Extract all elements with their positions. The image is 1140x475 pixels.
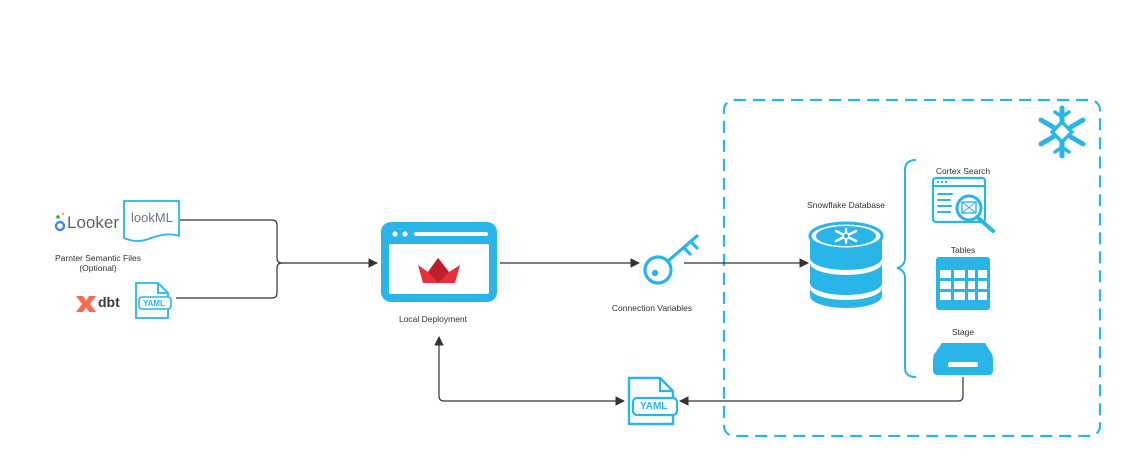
yaml-file-bottom-icon (627, 376, 679, 426)
looker-logo-icon (54, 212, 66, 232)
connector-yaml-to-stage (679, 377, 964, 406)
streamlit-window-icon (381, 222, 497, 302)
connection-variables-label: Connection Variables (611, 303, 693, 313)
snowflake-database-label: Snowflake Database (807, 200, 885, 210)
key-icon (643, 234, 699, 285)
lookml-file-icon (123, 200, 180, 242)
semantic-files-label-line2: (Optional) (79, 263, 117, 273)
yaml-file-icon (135, 282, 172, 319)
tables-icon (936, 257, 990, 310)
lookml-text: lookML (131, 210, 173, 225)
looker-logo-text: Looker (67, 213, 119, 232)
dbt-logo-icon (76, 296, 96, 312)
local-deployment-label: Local Deployment (398, 314, 468, 324)
cortex-search-icon (931, 176, 995, 233)
snowflake-boundary (722, 98, 1102, 438)
semantic-files-label-line1: Parnter Semantic Files (55, 253, 141, 263)
connector-app-to-yaml (434, 336, 625, 406)
connector-lookml-to-app (180, 219, 378, 268)
snowflake-logo-icon (1038, 105, 1086, 159)
yaml-small-text: YAML (143, 299, 165, 308)
dbt-logo-text: dbt (98, 294, 120, 310)
stage-label: Stage (951, 327, 975, 337)
database-icon (808, 221, 884, 308)
tables-label: Tables (950, 245, 976, 255)
connector-yaml-to-app (176, 262, 283, 299)
yaml-bottom-text: YAML (640, 401, 668, 412)
cortex-search-label: Cortex Search (935, 166, 991, 176)
stage-icon (933, 343, 993, 375)
connector-lines (176, 219, 964, 406)
group-brace (896, 159, 917, 378)
